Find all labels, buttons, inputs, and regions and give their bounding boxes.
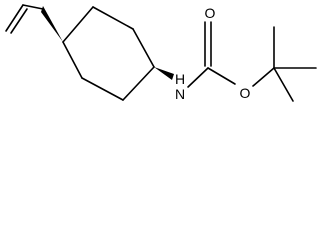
ring-bond-3 bbox=[122, 66, 155, 101]
vinyl-group bbox=[5, 4, 44, 34]
wedge-bond-vinyl bbox=[41, 6, 63, 42]
vinyl-double-bond-outer bbox=[5, 4, 24, 32]
vinyl-double-bond-inner bbox=[10, 8, 28, 34]
tert-butyl-group bbox=[273, 26, 317, 102]
chemical-structure: N H O O bbox=[5, 4, 317, 102]
vinyl-single-bond bbox=[22, 4, 44, 10]
ring-bond-4 bbox=[81, 77, 124, 101]
tbutyl-methyl-down bbox=[273, 67, 294, 102]
atom-label-hydrogen: H bbox=[175, 71, 185, 87]
carbonyl-to-ester-oxygen-bond bbox=[207, 67, 236, 85]
cyclohexane-ring bbox=[62, 6, 155, 101]
ring-bond-6 bbox=[62, 6, 94, 43]
n-to-carbonyl-bond bbox=[187, 67, 209, 88]
ring-bond-1 bbox=[92, 6, 134, 30]
ester-oxygen-to-tbutyl-bond bbox=[252, 67, 275, 87]
atom-label-carbonyl-oxygen: O bbox=[205, 5, 216, 21]
atom-label-nitrogen: N bbox=[175, 86, 185, 102]
ring-bond-2 bbox=[132, 28, 155, 68]
ring-bond-5 bbox=[62, 41, 83, 79]
wedge-bond-nh bbox=[154, 67, 174, 80]
atom-label-ester-oxygen: O bbox=[240, 85, 251, 101]
amine-label: N H bbox=[175, 71, 185, 102]
